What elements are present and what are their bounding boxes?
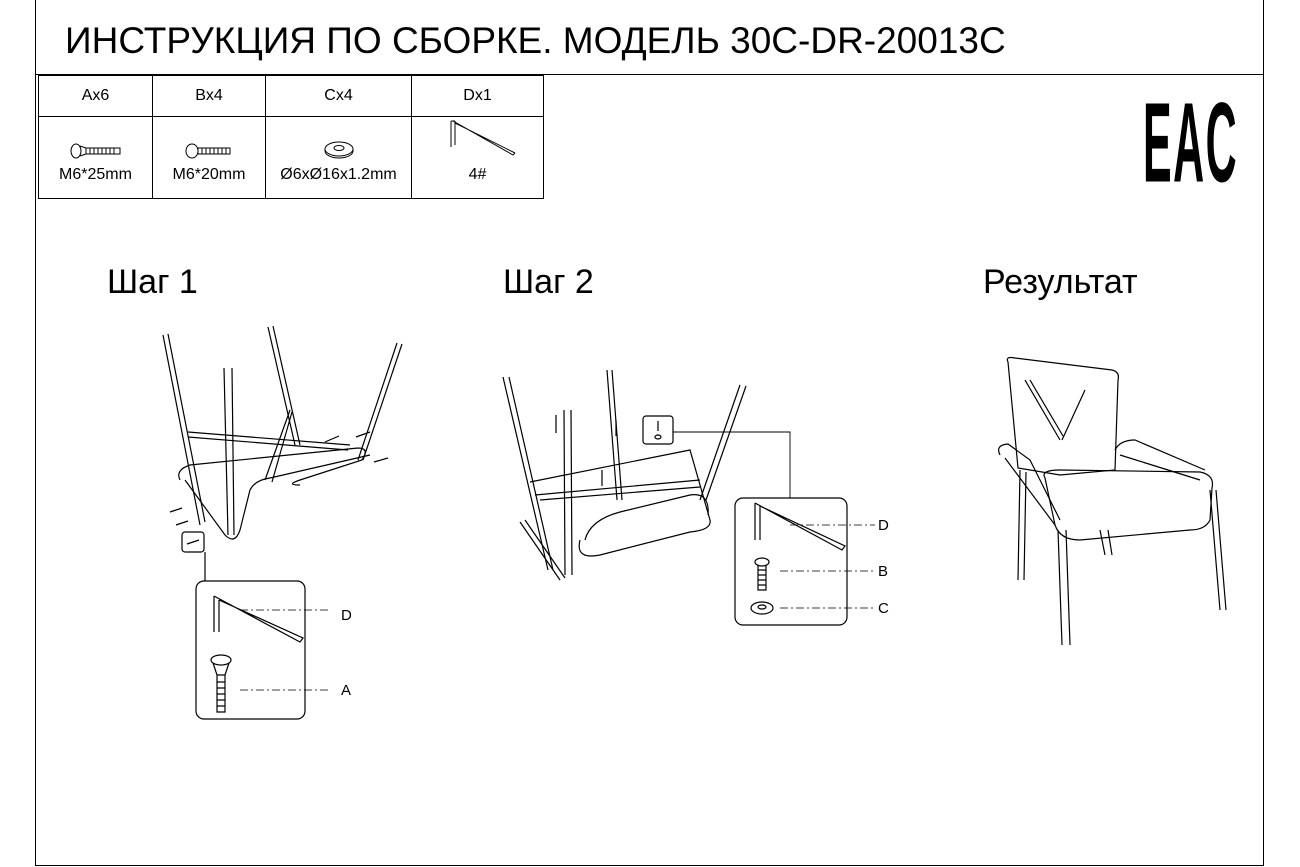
step2-title: Шаг 2 [503, 263, 594, 301]
step2-chair-frame-illustration [502, 369, 747, 581]
step2-detail-box [734, 497, 848, 626]
part-a-size: M6*25mm [38, 166, 153, 199]
part-d-label: Dx1 [411, 75, 544, 117]
step2-leader-line [673, 431, 791, 498]
result-chair-illustration [998, 356, 1227, 646]
part-d-size: 4# [411, 166, 544, 199]
step2-callout-c: C [878, 600, 889, 617]
step2-washer-c-icon [750, 601, 774, 615]
step1-callout-d: D [341, 607, 352, 624]
step2-hex-key-icon [754, 502, 846, 551]
step1-hex-key-icon [213, 595, 304, 643]
step1-callout-lines [240, 609, 330, 691]
step2-bolt-b-icon [754, 557, 770, 591]
part-b-size: M6*20mm [152, 166, 266, 199]
step1-detail-box [195, 580, 306, 720]
step2-callout-d: D [878, 517, 889, 534]
page-title: ИНСТРУКЦИЯ ПО СБОРКЕ. МОДЕЛЬ 30C-DR-2001… [65, 20, 1006, 61]
step2-callout-b: B [878, 563, 889, 580]
result-title: Результат [983, 263, 1138, 301]
page-frame [35, 0, 1264, 866]
hex-key-icon [411, 116, 544, 166]
part-b-label: Bx4 [152, 75, 266, 117]
washer-icon [265, 116, 412, 166]
step1-chair-frame-illustration [162, 325, 403, 553]
part-c-size: Ø6xØ16x1.2mm [265, 166, 412, 199]
part-c-label: Cx4 [265, 75, 412, 117]
step1-bolt-a-icon [210, 654, 232, 713]
parts-table: Ax6 Bx4 Cx4 Dx1 M6*25mm M6*20mm Ø6xØ16x1… [38, 75, 544, 199]
step1-callout-a: A [341, 682, 352, 699]
title-bar: ИНСТРУКЦИЯ ПО СБОРКЕ. МОДЕЛЬ 30C-DR-2001… [35, 0, 1264, 75]
step2-callout-lines [780, 524, 875, 609]
eac-certification-logo: EAC [1143, 80, 1239, 207]
step1-title: Шаг 1 [107, 263, 198, 301]
part-a-label: Ax6 [38, 75, 153, 117]
